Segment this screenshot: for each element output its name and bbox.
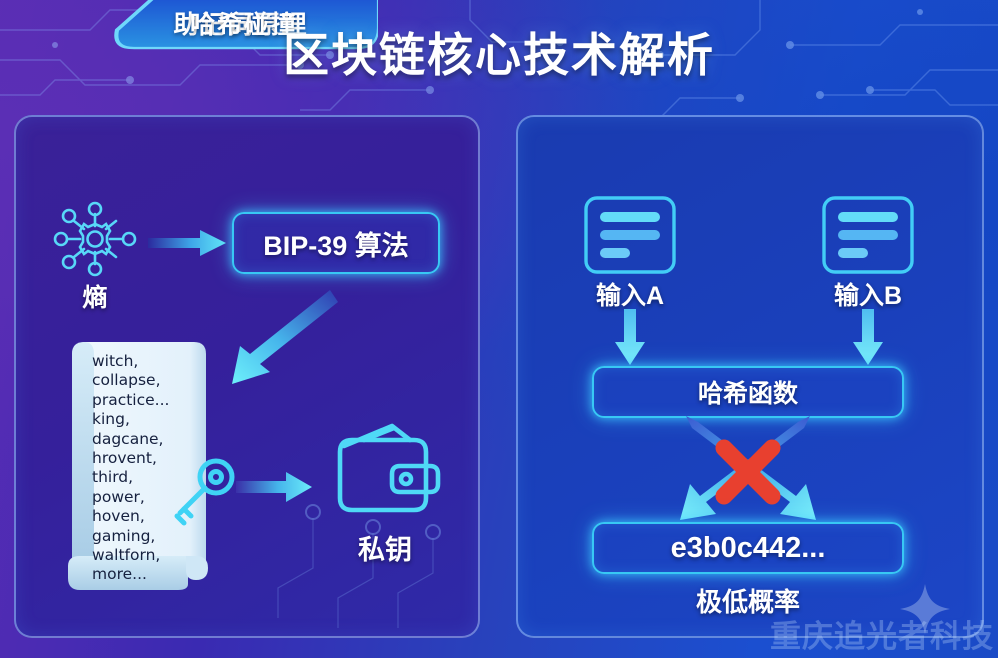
hash-function-label: 哈希函数 bbox=[697, 380, 798, 408]
mnemonic-word: dagcane, bbox=[92, 429, 164, 448]
panel-dots-decoration bbox=[277, 504, 441, 628]
watermark: 重庆追光者科技 bbox=[770, 619, 994, 654]
key-icon bbox=[174, 458, 235, 526]
hash-output-box[interactable]: e3b0c442... bbox=[592, 522, 904, 574]
mnemonic-word: waltforn, bbox=[92, 546, 161, 565]
document-lines-icon bbox=[822, 196, 914, 274]
arrow-down-icon bbox=[615, 309, 645, 365]
mnemonic-word: gaming, bbox=[92, 526, 156, 545]
mnemonic-word: hoven, bbox=[92, 507, 145, 526]
mnemonic-word-list: witch, collapse, practice... king, dagca… bbox=[92, 352, 212, 585]
mnemonic-word: power, bbox=[92, 487, 145, 506]
page-title: 区块链核心技术解析 bbox=[283, 29, 715, 81]
mnemonic-word: practice... bbox=[92, 390, 170, 409]
hash-output-value: e3b0c442... bbox=[670, 531, 826, 564]
arrow-down-icon bbox=[853, 309, 883, 365]
private-key-label: 私钥 bbox=[358, 535, 412, 565]
tab-hash-collision-label: 哈希碰撞 bbox=[189, 11, 298, 39]
entropy-label: 熵 bbox=[82, 284, 108, 312]
mnemonic-word: more... bbox=[92, 565, 147, 584]
wallet-icon bbox=[337, 423, 441, 513]
red-cross-icon bbox=[680, 416, 816, 520]
gear-network-icon bbox=[53, 201, 137, 277]
scroll-paper-icon bbox=[68, 342, 208, 590]
bip39-algorithm-label: BIP-39 算法 bbox=[263, 230, 409, 261]
hash-function-box[interactable]: 哈希函数 bbox=[592, 366, 904, 418]
mnemonic-word: hrovent, bbox=[92, 449, 157, 468]
document-lines-icon bbox=[584, 196, 676, 274]
tab-hash-collision[interactable]: 哈希碰撞 bbox=[110, 0, 378, 50]
mnemonic-word: king, bbox=[92, 410, 130, 429]
mnemonic-word: third, bbox=[92, 468, 134, 487]
arrow-diagonal-down-left-icon bbox=[232, 290, 338, 384]
star-logo-icon bbox=[900, 584, 950, 634]
tab-mnemonic-label: 助记词原理 bbox=[173, 11, 309, 39]
input-b-label: 输入B bbox=[833, 282, 903, 310]
mnemonic-word: collapse, bbox=[92, 371, 161, 390]
probability-label: 极低概率 bbox=[695, 587, 800, 617]
arrow-right-icon bbox=[236, 472, 312, 502]
bip39-algorithm-box[interactable]: BIP-39 算法 bbox=[232, 212, 440, 274]
mnemonic-word: witch, bbox=[92, 352, 139, 370]
input-a-label: 输入A bbox=[595, 282, 665, 310]
arrow-right-icon bbox=[148, 230, 226, 256]
